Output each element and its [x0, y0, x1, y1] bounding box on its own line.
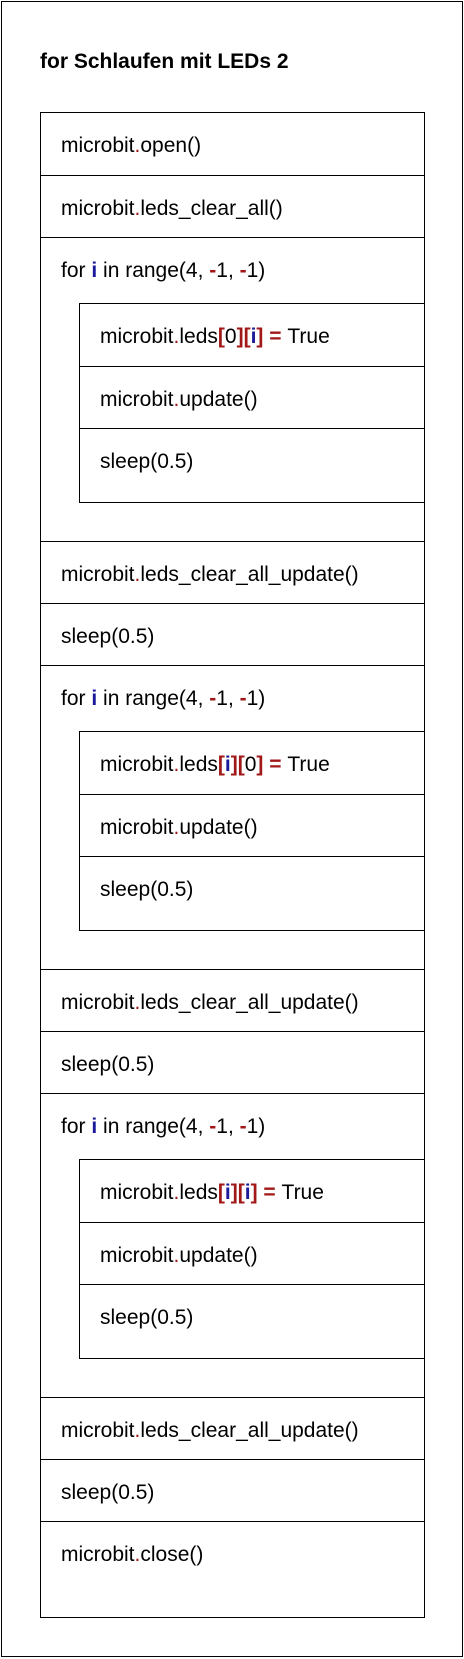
statement-text: sleep(0.5) — [100, 1306, 194, 1329]
diagram-title: for Schlaufen mit LEDs 2 — [40, 50, 289, 73]
structogram: microbit.open() microbit.leds_clear_all(… — [40, 112, 425, 1618]
loop-body: microbit.leds[0][i] = True microbit.upda… — [79, 303, 425, 503]
statement-clear-all: microbit.leds_clear_all() — [41, 175, 424, 241]
statement-text: sleep(0.5) — [100, 878, 194, 901]
statement-sleep: sleep(0.5) — [41, 603, 424, 669]
statement-text: microbit.leds[0][i] = True — [100, 325, 330, 348]
statement-sleep: sleep(0.5) — [80, 1284, 424, 1350]
statement-text: sleep(0.5) — [61, 1053, 155, 1076]
statement-set-led: microbit.leds[i][i] = True — [80, 1160, 424, 1226]
statement-close: microbit.close() — [41, 1521, 424, 1587]
statement-text: microbit.leds[i][0] = True — [100, 753, 330, 776]
for-loop-3: for i in range(4, -1, -1) microbit.leds[… — [41, 1093, 425, 1397]
for-loop-2: for i in range(4, -1, -1) microbit.leds[… — [41, 665, 425, 969]
statement-clear-all-update: microbit.leds_clear_all_update() — [41, 1397, 424, 1463]
loop-header: for i in range(4, -1, -1) — [61, 687, 266, 710]
statement-update: microbit.update() — [80, 366, 424, 432]
statement-text: microbit.update() — [100, 816, 258, 839]
statement-set-led: microbit.leds[0][i] = True — [80, 304, 424, 370]
statement-text: microbit.leds_clear_all_update() — [61, 1419, 359, 1442]
loop-body: microbit.leds[i][0] = True microbit.upda… — [79, 731, 425, 931]
statement-text: microbit.open() — [61, 134, 202, 157]
statement-clear-all-update: microbit.leds_clear_all_update() — [41, 541, 424, 607]
statement-clear-all-update: microbit.leds_clear_all_update() — [41, 969, 424, 1035]
for-loop-1: for i in range(4, -1, -1) microbit.leds[… — [41, 237, 425, 541]
statement-text: microbit.leds[i][i] = True — [100, 1181, 324, 1204]
statement-text: sleep(0.5) — [61, 1481, 155, 1504]
loop-header: for i in range(4, -1, -1) — [61, 1115, 266, 1138]
statement-set-led: microbit.leds[i][0] = True — [80, 732, 424, 798]
statement-text: sleep(0.5) — [100, 450, 194, 473]
statement-text: microbit.leds_clear_all_update() — [61, 991, 359, 1014]
statement-sleep: sleep(0.5) — [80, 856, 424, 922]
statement-sleep: sleep(0.5) — [80, 428, 424, 494]
statement-text: microbit.close() — [61, 1543, 204, 1566]
statement-update: microbit.update() — [80, 794, 424, 860]
statement-update: microbit.update() — [80, 1222, 424, 1288]
statement-sleep: sleep(0.5) — [41, 1031, 424, 1097]
statement-text: microbit.update() — [100, 388, 258, 411]
loop-body: microbit.leds[i][i] = True microbit.upda… — [79, 1159, 425, 1359]
statement-text: microbit.leds_clear_all() — [61, 197, 283, 220]
statement-open: microbit.open() — [41, 113, 424, 179]
statement-text: microbit.leds_clear_all_update() — [61, 563, 359, 586]
statement-sleep: sleep(0.5) — [41, 1459, 424, 1525]
loop-header: for i in range(4, -1, -1) — [61, 259, 266, 282]
statement-text: sleep(0.5) — [61, 625, 155, 648]
statement-text: microbit.update() — [100, 1244, 258, 1267]
